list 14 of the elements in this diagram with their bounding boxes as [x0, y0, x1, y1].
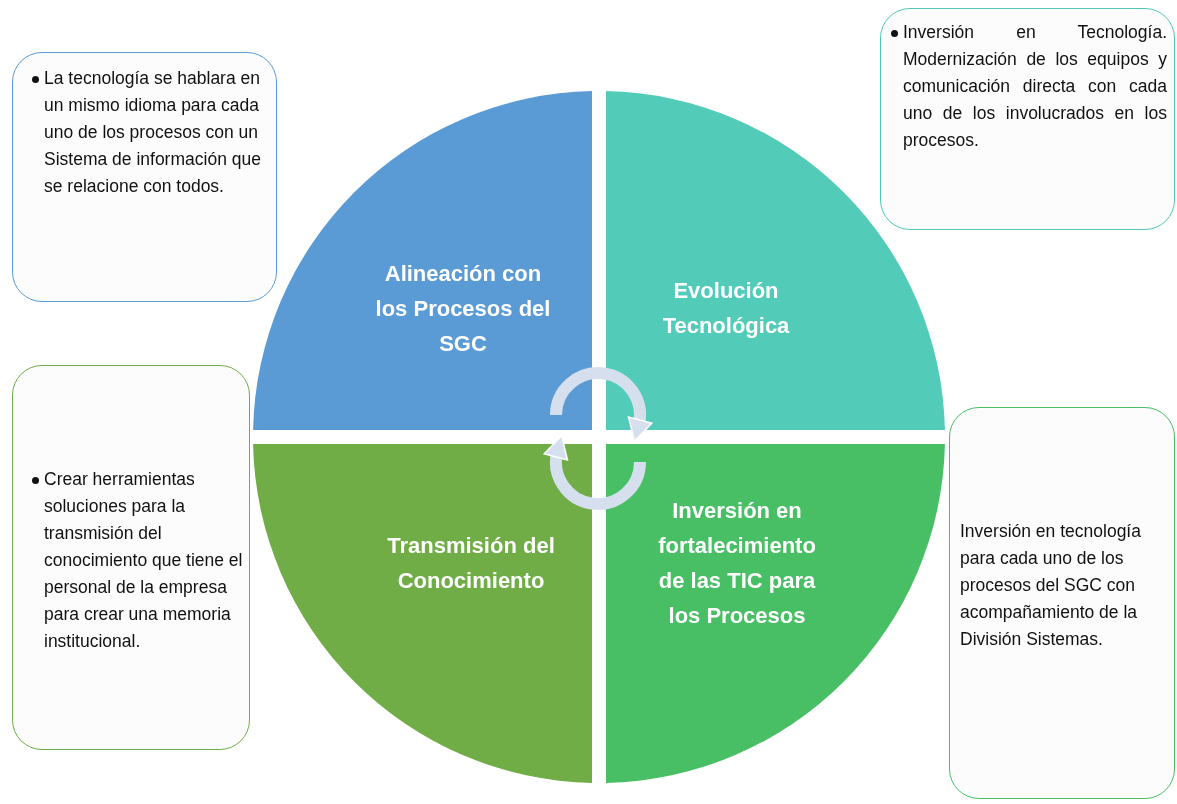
- bullet-text: La tecnología se hablara en un mismo idioma para cada uno de los procesos con un Sistema de información que se relacione con todos.: [44, 67, 262, 198]
- cycle-arrow: [550, 367, 653, 443]
- quadrant-title: Inversión en fortalecimiento de las TIC para los Procesos: [657, 497, 817, 630]
- bullet-text: Crear herramientas soluciones para la transmisión del conocimiento que tiene el personal de la empresa para crear una memoria institucional.: [44, 468, 244, 653]
- note-card: [880, 8, 1175, 230]
- quadrant-title: Alineación con los Procesos del SGC: [375, 259, 551, 358]
- bullet-text: Inversión en Tecnología. Modernización de los equipos y comunicación directa con cada uno de los involucrados en los procesos.: [903, 21, 1167, 152]
- note-card: [949, 407, 1175, 799]
- cycle-arrow: [543, 434, 646, 510]
- bullet-text: Inversión en tecnología para cada uno de los procesos del SGC con acompañamiento de la División Sistemas.: [960, 520, 1142, 651]
- quadrant-title: Evolución Tecnológica: [661, 277, 791, 340]
- note-card: [12, 52, 277, 302]
- quadrant-title: Transmisión del Conocimiento: [386, 532, 556, 595]
- note-card: [12, 365, 250, 750]
